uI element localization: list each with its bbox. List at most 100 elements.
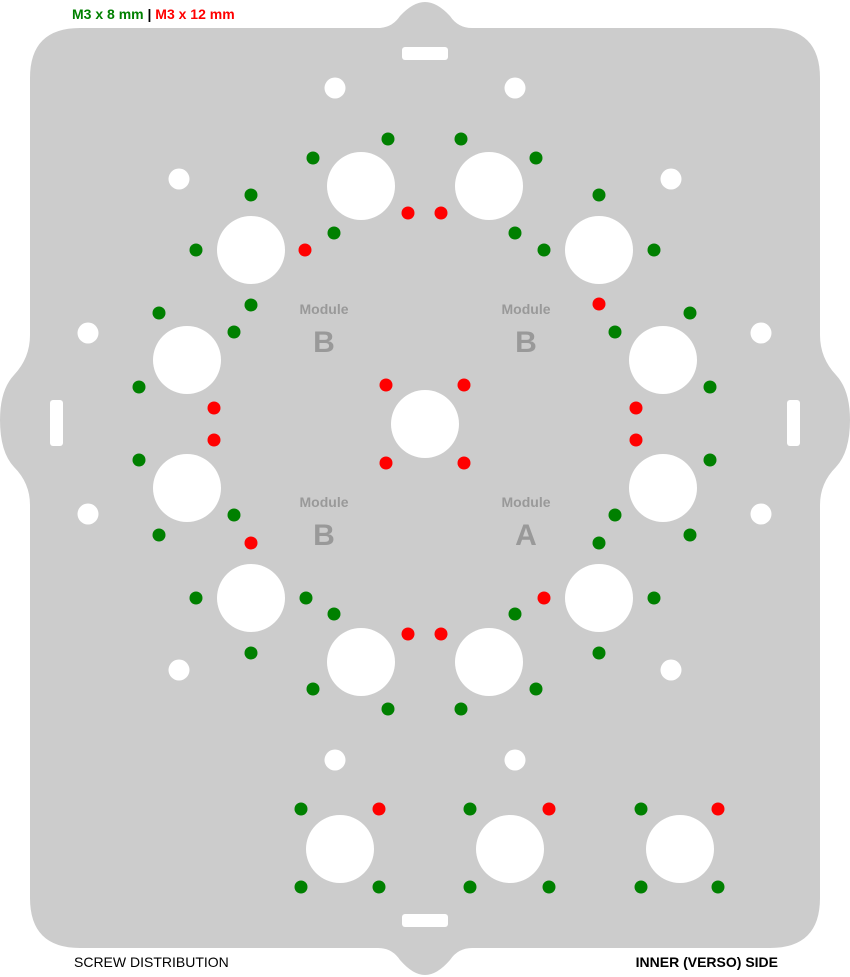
- screw-8mm-marker: [529, 682, 543, 696]
- screw-8mm-marker: [592, 646, 606, 660]
- legend-separator: |: [147, 6, 152, 22]
- screw-8mm-marker: [683, 528, 697, 542]
- screw-8mm-marker: [189, 591, 203, 605]
- large-holes: [153, 152, 714, 883]
- screw-8mm-marker: [508, 226, 522, 240]
- small-hole: [77, 322, 99, 344]
- small-holes: [77, 77, 772, 771]
- jack-hole: [327, 152, 395, 220]
- screw-legend: M3 x 8 mm | M3 x 12 mm: [72, 6, 235, 22]
- small-hole: [660, 659, 682, 681]
- screw-8mm-marker: [294, 880, 308, 894]
- module-letter-top-left: B: [313, 326, 335, 359]
- screw-8mm-marker: [529, 151, 543, 165]
- slot: [50, 400, 63, 446]
- screw-12mm-marker: [457, 456, 471, 470]
- screw-12mm-marker: [244, 536, 258, 550]
- module-letter-top-right: B: [515, 326, 537, 359]
- screw-12mm-marker: [711, 802, 725, 816]
- small-hole: [324, 749, 346, 771]
- screw-8mm-marker: [647, 243, 661, 257]
- screw-8mm-marker: [327, 226, 341, 240]
- small-hole: [504, 77, 526, 99]
- screw-12mm-marker: [207, 401, 221, 415]
- screw-8mm-marker: [227, 508, 241, 522]
- screw-12mm-marker: [629, 433, 643, 447]
- jack-hole: [217, 564, 285, 632]
- screw-12mm-marker: [434, 627, 448, 641]
- screw-8mm-marker: [703, 380, 717, 394]
- screw-8mm-marker: [608, 325, 622, 339]
- screw-8mm-marker: [381, 702, 395, 716]
- screw-8mm-marker: [327, 607, 341, 621]
- screw-8mm-marker: [152, 306, 166, 320]
- screw-8mm-marker: [381, 132, 395, 146]
- small-hole: [660, 168, 682, 190]
- module-letter-bottom-right: A: [515, 519, 537, 552]
- slot: [787, 400, 800, 446]
- screw-12mm-marker: [537, 591, 551, 605]
- screw-12mm-marker: [207, 433, 221, 447]
- module-letter-bottom-left: B: [313, 519, 335, 552]
- small-hole: [77, 503, 99, 525]
- jack-hole: [306, 815, 374, 883]
- screw-8mm-marker: [463, 802, 477, 816]
- screw-8mm-marker: [152, 528, 166, 542]
- screw-8mm-marker: [372, 880, 386, 894]
- screw-12mm-marker: [542, 802, 556, 816]
- jack-hole: [565, 564, 633, 632]
- screw-12mm-marker: [379, 456, 393, 470]
- small-hole: [750, 503, 772, 525]
- screw-12mm-marker: [592, 297, 606, 311]
- screw-8mm-marker: [244, 646, 258, 660]
- screw-12mm-marker: [434, 206, 448, 220]
- slot: [402, 914, 448, 927]
- legend-green-label: M3 x 8 mm: [72, 6, 144, 22]
- module-title-bottom-left: Module: [300, 494, 349, 510]
- mounting-slots: [50, 47, 800, 927]
- screw-8mm-marker: [306, 682, 320, 696]
- jack-hole: [455, 152, 523, 220]
- small-hole: [168, 659, 190, 681]
- screw-8mm-marker: [454, 132, 468, 146]
- screw-12mm-marker: [298, 243, 312, 257]
- screw-8mm-marker: [244, 298, 258, 312]
- screw-12mm-marker: [629, 401, 643, 415]
- screw-8mm-marker: [306, 151, 320, 165]
- legend-red-label: M3 x 12 mm: [155, 6, 235, 22]
- screw-8mm-marker: [703, 453, 717, 467]
- red-screws: [207, 206, 725, 816]
- small-hole: [504, 749, 526, 771]
- jack-hole: [629, 326, 697, 394]
- screw-8mm-marker: [542, 880, 556, 894]
- screw-8mm-marker: [299, 591, 313, 605]
- module-title-top-right: Module: [502, 301, 551, 317]
- module-title-bottom-right: Module: [502, 494, 551, 510]
- jack-hole: [629, 454, 697, 522]
- screw-8mm-marker: [454, 702, 468, 716]
- screw-8mm-marker: [227, 325, 241, 339]
- screw-8mm-marker: [294, 802, 308, 816]
- slot: [402, 47, 448, 60]
- screw-12mm-marker: [401, 627, 415, 641]
- footer-right-caption: INNER (VERSO) SIDE: [635, 954, 778, 970]
- screw-8mm-marker: [608, 508, 622, 522]
- jack-hole: [476, 815, 544, 883]
- screw-8mm-marker: [189, 243, 203, 257]
- jack-hole: [455, 628, 523, 696]
- module-labels: Module B Module B Module B Module A: [300, 301, 551, 552]
- screw-8mm-marker: [508, 607, 522, 621]
- small-hole: [324, 77, 346, 99]
- jack-hole: [391, 390, 459, 458]
- jack-hole: [153, 454, 221, 522]
- screw-8mm-marker: [634, 802, 648, 816]
- green-screws: [132, 132, 725, 894]
- screw-8mm-marker: [634, 880, 648, 894]
- screw-12mm-marker: [457, 378, 471, 392]
- jack-hole: [153, 326, 221, 394]
- screw-8mm-marker: [463, 880, 477, 894]
- screw-8mm-marker: [132, 380, 146, 394]
- screw-8mm-marker: [592, 536, 606, 550]
- screw-8mm-marker: [132, 453, 146, 467]
